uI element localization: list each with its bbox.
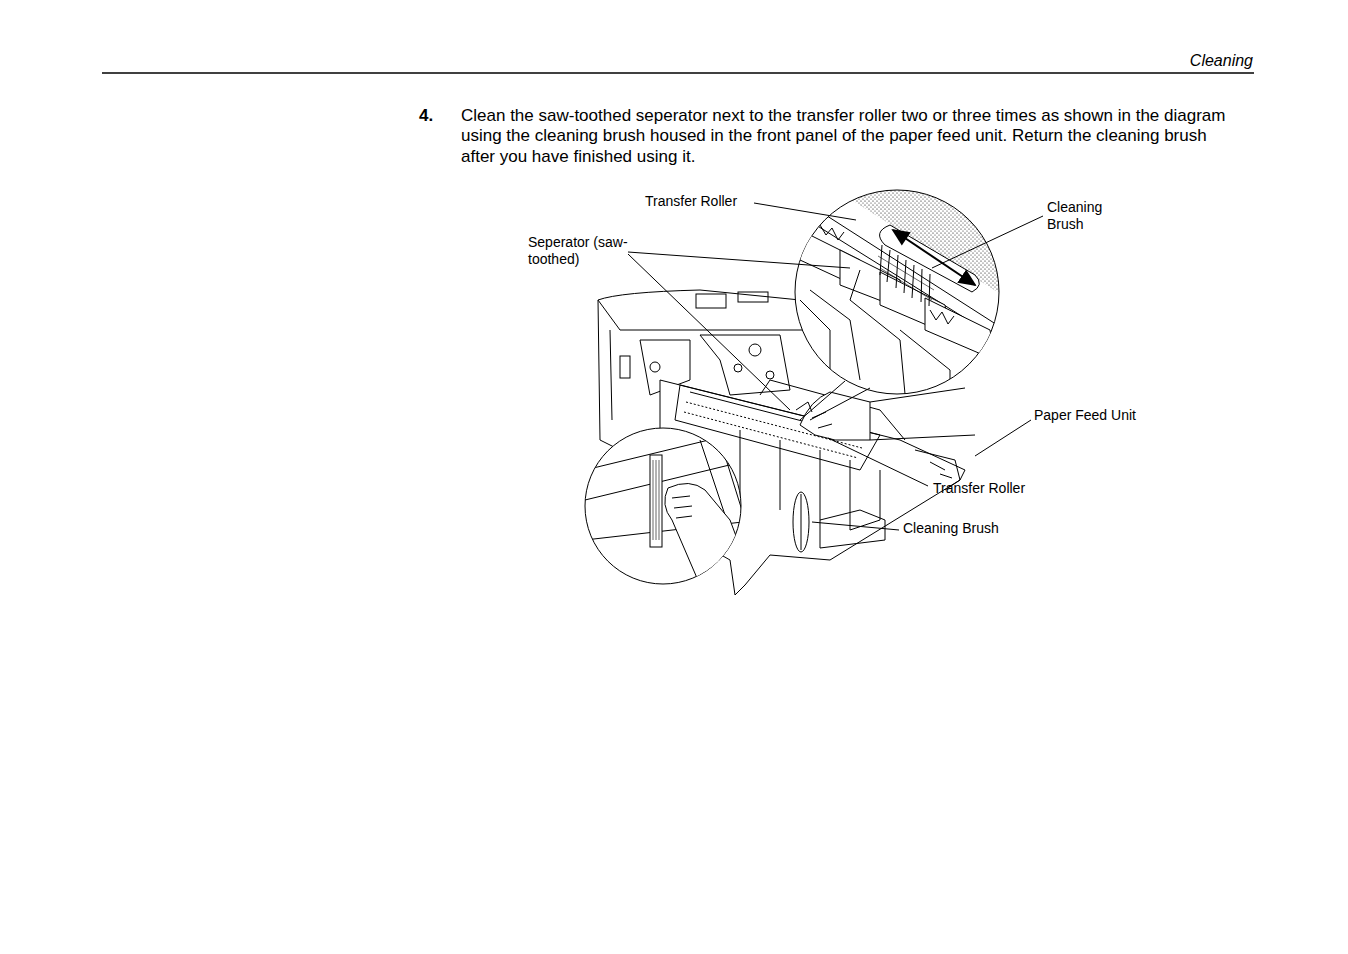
part-label: Paper Feed Unit bbox=[1034, 407, 1164, 424]
header-rule bbox=[102, 72, 1254, 74]
part-label: Cleaning Brush bbox=[903, 520, 1023, 537]
step-number: 4. bbox=[419, 106, 449, 126]
part-label: Transfer Roller bbox=[645, 193, 755, 210]
part-label: Transfer Roller bbox=[933, 480, 1053, 497]
part-label: Cleaning Brush bbox=[1047, 199, 1119, 233]
magnified-view bbox=[795, 180, 1010, 400]
running-header: Cleaning bbox=[1140, 51, 1253, 70]
magnifier-tail bbox=[800, 381, 870, 420]
part-label: Seperator (saw-toothed) bbox=[528, 234, 628, 268]
magnified-view bbox=[585, 428, 760, 585]
step-text: Clean the saw-toothed seperator next to … bbox=[461, 106, 1231, 167]
